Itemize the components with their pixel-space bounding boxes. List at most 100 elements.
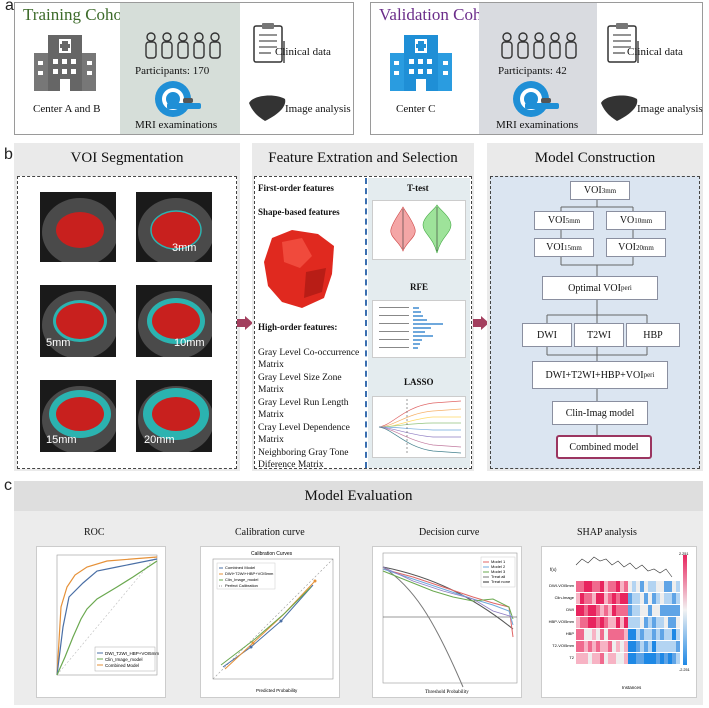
shap-heat-cell xyxy=(592,653,596,664)
validation-cohort-title: Validation Cohorts xyxy=(379,5,507,24)
high-order-label: High-order features: xyxy=(258,322,338,332)
shap-heat-cell xyxy=(644,617,648,628)
shap-heat-cell xyxy=(600,629,604,640)
shap-heat-cell xyxy=(636,605,640,616)
shap-heat-cell xyxy=(668,593,672,604)
shap-heat-cell xyxy=(648,617,652,628)
ngtdm-label: Neighboring Gray Tone Diference Matrix xyxy=(258,448,349,470)
shap-heat-cell xyxy=(616,617,620,628)
shap-heat-cell xyxy=(640,581,644,592)
voi-label-20mm: 20mm xyxy=(144,434,175,446)
shap-heat-cell xyxy=(656,605,660,616)
calibration-legend-3: Clin_Image_model xyxy=(225,577,258,582)
decision-xlabel: Threshold Probability xyxy=(425,690,469,695)
optimal-voi-subscript: peri xyxy=(620,284,632,292)
shap-heat-cell xyxy=(644,641,648,652)
shap-heat-cell xyxy=(604,653,608,664)
shap-heat-cell xyxy=(592,641,596,652)
shap-heat-cell xyxy=(644,593,648,604)
shap-heat-cell xyxy=(672,593,676,604)
mri-slice-5mm: 5mm xyxy=(40,285,116,357)
shap-heat-cell xyxy=(620,581,624,592)
decision-legend-1: Model 1 xyxy=(491,559,506,564)
shap-heat-cell xyxy=(672,581,676,592)
shap-heat-cell xyxy=(580,581,584,592)
training-participants-label: Participants: 170 xyxy=(135,65,210,77)
shap-heat-cell xyxy=(612,581,616,592)
shap-heat-cell xyxy=(676,605,680,616)
shap-heat-cell xyxy=(636,593,640,604)
shap-heat-cell xyxy=(632,641,636,652)
shap-heat-cell xyxy=(624,581,628,592)
shap-heat-cell xyxy=(660,593,664,604)
shap-heat-cell xyxy=(664,593,668,604)
training-clinical-label: Clinical data xyxy=(275,46,331,58)
voi-3mm-subscript: 3mm xyxy=(601,186,617,195)
shap-heat-cell xyxy=(628,593,632,604)
shap-cbar-low: -2.251 xyxy=(679,668,690,672)
hospital-icon xyxy=(34,35,96,91)
shap-heat-cell xyxy=(576,581,580,592)
decision-legend-2: Model 2 xyxy=(491,564,506,569)
clipboard-icon xyxy=(253,23,285,63)
shap-fx-label: f(x) xyxy=(550,567,557,572)
training-cohort-title: Training Cohorts xyxy=(23,5,140,24)
shap-heat-cell xyxy=(636,653,640,664)
validation-clinical-label: Clinical data xyxy=(627,46,683,58)
lasso-title: LASSO xyxy=(404,377,434,387)
t2wi-box: T2WI xyxy=(574,323,624,347)
shap-heat-cell xyxy=(632,581,636,592)
shap-heat-cell xyxy=(652,653,656,664)
shap-heat-cell xyxy=(604,581,608,592)
hbp-box: HBP xyxy=(626,323,680,347)
shap-heat-cell xyxy=(668,641,672,652)
shap-feature-6: T2-VOI5mm xyxy=(552,643,574,648)
shap-heat-cell xyxy=(616,629,620,640)
combined-model-box: Combined model xyxy=(556,435,652,459)
shap-heat-cell xyxy=(668,581,672,592)
calibration-legend-4: Perfect Calibration xyxy=(225,583,258,588)
participants-icon xyxy=(501,32,577,59)
shap-feature-2: Clin-Image xyxy=(555,595,575,600)
clin-imag-model-text: Clin-Imag model xyxy=(565,407,635,419)
feature-section-title: Feature Extration and Selection xyxy=(268,150,458,166)
shap-heat-cell xyxy=(656,581,660,592)
shap-heat-cell xyxy=(576,641,580,652)
shap-heat-cell xyxy=(628,617,632,628)
shap-heat-cell xyxy=(624,629,628,640)
voi-label-5mm: 5mm xyxy=(46,337,71,349)
shap-heat-cell xyxy=(620,629,624,640)
shap-heat-cell xyxy=(664,605,668,616)
combo-sequence-subscript: peri xyxy=(643,371,655,379)
shap-heat-cell xyxy=(596,641,600,652)
shap-heat-cell xyxy=(640,641,644,652)
mri-slice-original xyxy=(40,192,116,262)
shap-heat-cell xyxy=(648,593,652,604)
shap-heat-cell xyxy=(652,617,656,628)
shap-heat-cell xyxy=(584,605,588,616)
shap-heat-cell xyxy=(644,605,648,616)
shap-heat-cell xyxy=(584,617,588,628)
shap-heat-cell xyxy=(600,605,604,616)
shap-heat-cell xyxy=(644,653,648,664)
shap-heat-cell xyxy=(628,605,632,616)
model-evaluation-title: Model Evaluation xyxy=(304,488,413,504)
liver-icon xyxy=(249,95,286,121)
voi-5mm-subscript: 5mm xyxy=(565,216,581,225)
shap-heat-cell xyxy=(616,581,620,592)
shap-feature-3: DWI xyxy=(566,607,574,612)
ttest-violin-plot xyxy=(372,200,466,260)
shap-heat-cell xyxy=(576,629,580,640)
model-evaluation-header xyxy=(14,481,703,511)
shap-heat-cell xyxy=(636,617,640,628)
shap-heat-cell xyxy=(620,641,624,652)
shap-heat-cell xyxy=(588,629,592,640)
shap-cbar-high: 2.251 xyxy=(679,552,689,556)
shap-heat-cell xyxy=(652,581,656,592)
first-order-label: First-order features xyxy=(258,183,334,193)
shap-heat-cell xyxy=(652,593,656,604)
shap-heat-cell xyxy=(660,629,664,640)
arrow-right-icon xyxy=(237,316,253,330)
